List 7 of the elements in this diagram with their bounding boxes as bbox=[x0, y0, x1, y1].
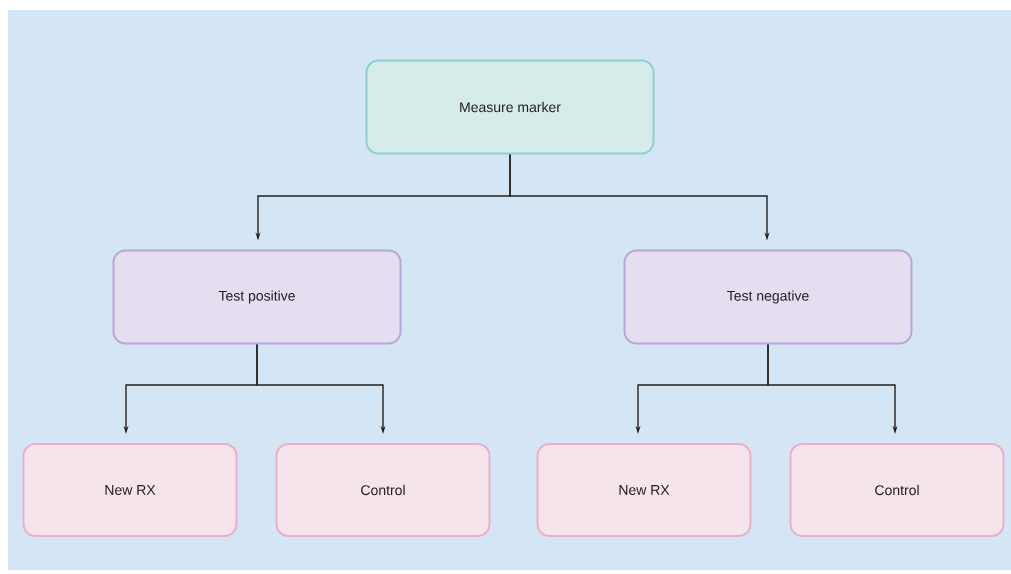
process-box: Test positive bbox=[112, 249, 402, 345]
process-box: Test negative bbox=[623, 249, 913, 345]
process-box: New RX bbox=[22, 443, 238, 537]
process-box: Control bbox=[275, 443, 491, 537]
process-box: New RX bbox=[536, 443, 752, 537]
process-box: Control bbox=[789, 443, 1005, 537]
process-box: Measure marker bbox=[365, 59, 655, 155]
